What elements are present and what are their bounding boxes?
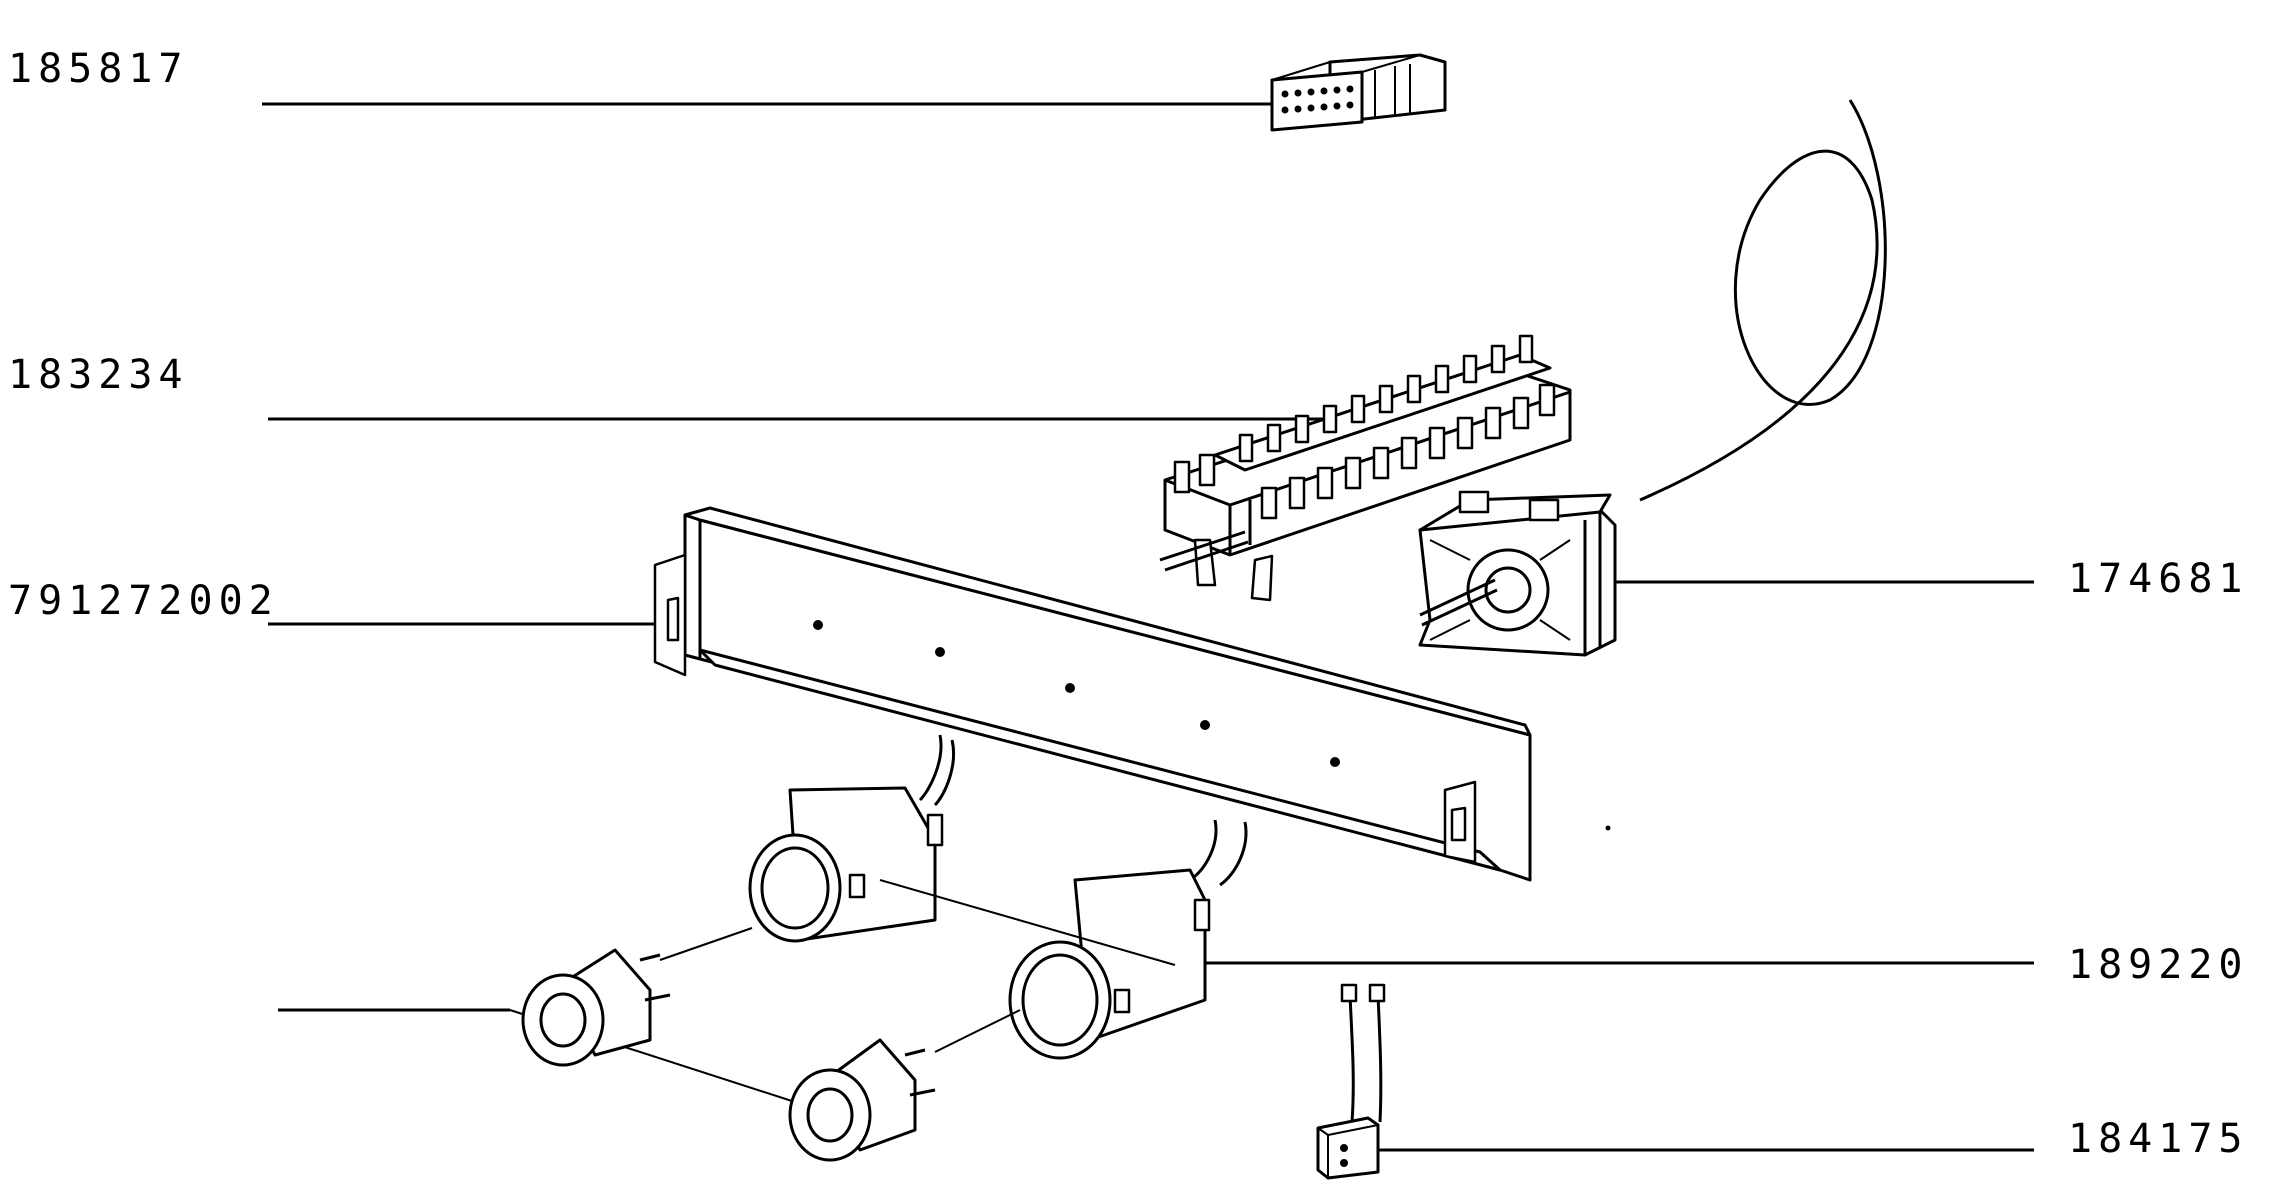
label-174681: 174681	[2068, 556, 2249, 602]
label-791272002: 791272002	[8, 578, 279, 624]
stray-dot	[1605, 825, 1611, 831]
thermostat-174681	[1418, 99, 1887, 657]
connector-block-185817	[1270, 53, 1447, 132]
label-184175: 184175	[2068, 1116, 2249, 1162]
rail-791272002	[653, 506, 1532, 882]
label-185817: 185817	[8, 46, 189, 92]
terminal-block-184175	[1316, 983, 1386, 1180]
label-189220: 189220	[2068, 942, 2249, 988]
label-183234: 183234	[8, 352, 189, 398]
lamp-units	[521, 927, 1021, 1162]
leader-lines	[262, 102, 2034, 1152]
lamp-holder-189220	[748, 734, 1248, 1060]
terminal-strip-183234	[1159, 334, 1572, 602]
